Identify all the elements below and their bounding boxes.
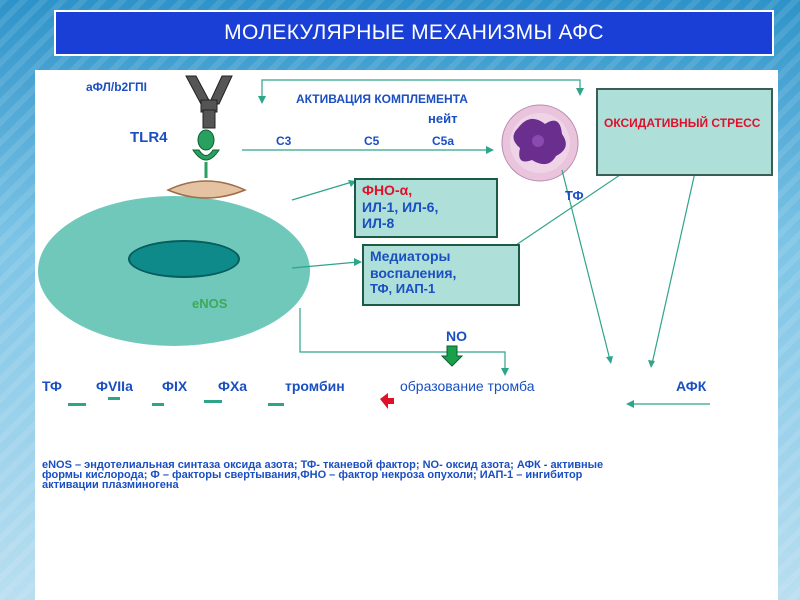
mediators-box: Медиаторы воспаления, ТФ, ИАП-1 xyxy=(362,244,520,306)
cell-nucleus xyxy=(128,240,240,278)
legend: eNOS – эндотелиальная синтаза оксида азо… xyxy=(42,459,762,491)
c5a-label: С5а xyxy=(432,134,455,148)
chain-thrombin: тромбин xyxy=(285,378,345,394)
c3-label: С3 xyxy=(276,134,292,148)
afl-b2gpi-label: аФЛ/b2ГПI xyxy=(86,80,147,94)
legend-line-2: формы кислорода; Ф – факторы свертывания… xyxy=(42,469,583,481)
chain-connector xyxy=(268,403,284,406)
chain-fix: ФIX xyxy=(162,378,188,394)
enos-label: eNOS xyxy=(192,296,228,311)
legend-line-1: eNOS – эндотелиальная синтаза оксида азо… xyxy=(42,459,604,471)
tlr4-label: TLR4 xyxy=(130,129,168,146)
mediators-text-1: Медиаторы xyxy=(370,248,451,264)
oxidative-stress-box: ОКСИДАТИВНЫЙ СТРЕСС xyxy=(596,88,773,176)
chain-fxa: ФХа xyxy=(218,378,248,394)
chain-afk: АФК xyxy=(676,378,707,394)
thrombus-arrow-icon xyxy=(380,393,394,409)
receptor-cup-icon xyxy=(192,149,220,161)
tf-label: ТФ xyxy=(565,188,584,203)
neutrophil-icon xyxy=(501,104,579,182)
oxidative-stress-text: ОКСИДАТИВНЫЙ СТРЕСС xyxy=(604,116,761,130)
chain-fvlla: ФVIIa xyxy=(96,378,133,394)
chain-connector xyxy=(152,403,164,406)
mediators-text-3: ТФ, ИАП-1 xyxy=(370,281,436,296)
cytokine-tnf-text: ФНО-α, xyxy=(362,182,413,198)
cytokine-il8-text: ИЛ-8 xyxy=(362,215,395,231)
cytokines-box: ФНО-α, ИЛ-1, ИЛ-6, ИЛ-8 xyxy=(354,178,498,238)
neutrophil-label: нейт xyxy=(428,111,458,126)
cytokine-il-text: ИЛ-1, ИЛ-6, xyxy=(362,198,439,215)
chain-tf: ТФ xyxy=(42,378,62,394)
c5-label: С5 xyxy=(364,134,380,148)
page-title: МОЛЕКУЛЯРНЫЕ МЕХАНИЗМЫ АФС xyxy=(54,10,774,56)
chain-connector xyxy=(68,403,86,406)
complement-activation-label: АКТИВАЦИЯ КОМПЛЕМЕНТА xyxy=(296,92,468,106)
ligand-icon xyxy=(197,129,215,151)
no-down-arrow-icon xyxy=(440,345,464,367)
legend-line-3: активации плазминогена xyxy=(42,479,179,491)
membrane-receptor-icon xyxy=(166,180,247,199)
no-label: NO xyxy=(446,328,467,344)
chain-connector xyxy=(108,397,120,400)
chain-thrombus: образование тромба xyxy=(400,378,535,394)
mediators-text-2: воспаления, xyxy=(370,264,457,281)
antibody-icon xyxy=(185,75,233,129)
chain-connector xyxy=(204,400,222,403)
